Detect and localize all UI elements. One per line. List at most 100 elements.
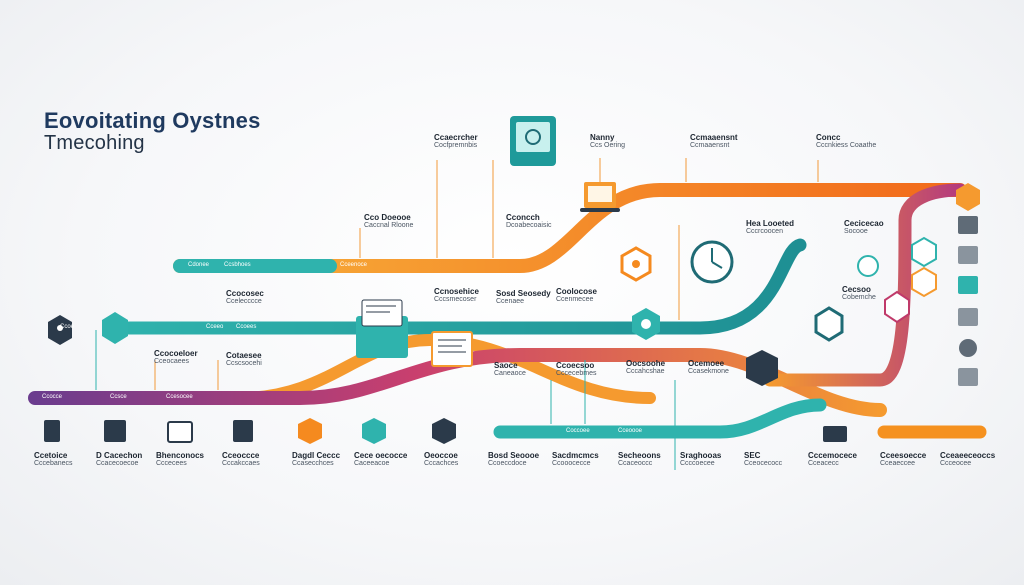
label-heading: Cccemocece <box>808 451 857 460</box>
path-marker: Cdonee <box>188 262 210 268</box>
hex-teal-icon <box>102 312 128 344</box>
monitor-icon <box>958 216 978 234</box>
label-text: Caccnal Rloone <box>364 222 414 229</box>
path-marker: Ccoees <box>236 324 257 330</box>
label-text: Cceocecocc <box>744 460 783 467</box>
flow-middle <box>103 238 807 335</box>
label-heading: Ccnosehice <box>434 287 479 296</box>
label-text: Cceacecc <box>808 460 839 467</box>
path-marker: Cceeo <box>206 324 224 330</box>
label-text: Ccmaaensnt <box>690 142 730 149</box>
warning-triangle-icon <box>884 290 910 324</box>
cpu-icon <box>911 266 937 298</box>
path-marker: Ccsce <box>110 394 127 400</box>
path-marker: Ccocce <box>42 394 63 400</box>
label-text: Cccachces <box>424 460 459 467</box>
path-marker: Coccoee <box>566 428 590 434</box>
flow-wave <box>234 333 656 404</box>
box-dark-icon <box>233 420 253 442</box>
label-text: Cocfpremnbis <box>434 142 478 149</box>
label-heading: Ocemoee <box>688 359 725 368</box>
label-text: Ccooocecce <box>552 460 591 467</box>
dashboard-icon <box>167 421 193 443</box>
gear-icon <box>632 308 660 340</box>
label-heading: Bosd Seoooe <box>488 451 540 460</box>
label-text: Dcoabecoaisic <box>506 222 552 229</box>
label-text: Ccoeccdoce <box>488 460 527 467</box>
label-heading: Cconcch <box>506 213 540 222</box>
label-heading: Cco Doeooe <box>364 213 411 222</box>
label-text: Ccasecchces <box>292 460 334 467</box>
phone-device-icon <box>44 420 60 442</box>
label-text: Ccacecoecoe <box>96 460 139 467</box>
label-text: Cccecees <box>156 460 187 467</box>
diagram-title: Eovoitating Oystnes Tmecohing <box>44 110 261 155</box>
label-text: Ccelecccce <box>226 298 262 305</box>
label-text: Ccccoecee <box>680 460 715 467</box>
label-text: Cccsmecoser <box>434 296 477 303</box>
label-heading: Sacdmcmcs <box>552 451 599 460</box>
label-heading: Sosd Seosedy <box>496 289 551 298</box>
label-text: Caneaoce <box>494 370 526 377</box>
flow-lower <box>28 348 887 417</box>
camera-icon <box>958 308 978 326</box>
label-heading: Coolocose <box>556 287 597 296</box>
label-heading: D Cacechon <box>96 451 143 460</box>
label-heading: Ccaecrcher <box>434 133 478 142</box>
path-marker: Ccesocee <box>166 394 193 400</box>
label-text: Socooe <box>844 228 868 235</box>
label-text: Ccenaee <box>496 298 525 305</box>
label-heading: Oeoccoe <box>424 451 458 460</box>
label-heading: Cecsoo <box>842 285 871 294</box>
phone-teal-icon <box>362 418 386 444</box>
label-heading: Dagdl Ceccc <box>292 451 341 460</box>
label-heading: Oocsoohe <box>626 359 666 368</box>
label-heading: Nanny <box>590 133 615 142</box>
document-icon <box>431 331 473 367</box>
label-text: Ccaceoccc <box>618 460 653 467</box>
chat-bubble-icon <box>857 255 879 277</box>
video-icon <box>823 426 847 442</box>
label-heading: Sraghooas <box>680 451 722 460</box>
label-heading: Cece oecocce <box>354 451 408 460</box>
flow-bottom <box>493 398 827 439</box>
label-text: Ccasekmone <box>688 368 729 375</box>
label-heading: Saoce <box>494 361 518 370</box>
label-heading: Concc <box>816 133 841 142</box>
flow-upper <box>173 183 967 273</box>
label-text: Ccscsocehi <box>226 360 262 367</box>
label-heading: Secheoons <box>618 451 661 460</box>
path-marker: Ccoe <box>60 324 75 330</box>
label-text: Caceeacoe <box>354 460 390 467</box>
chart-panel-icon <box>356 299 408 358</box>
label-text: Cccahcshae <box>626 368 665 375</box>
tablet-icon <box>104 420 126 442</box>
cube-icon <box>432 418 456 444</box>
